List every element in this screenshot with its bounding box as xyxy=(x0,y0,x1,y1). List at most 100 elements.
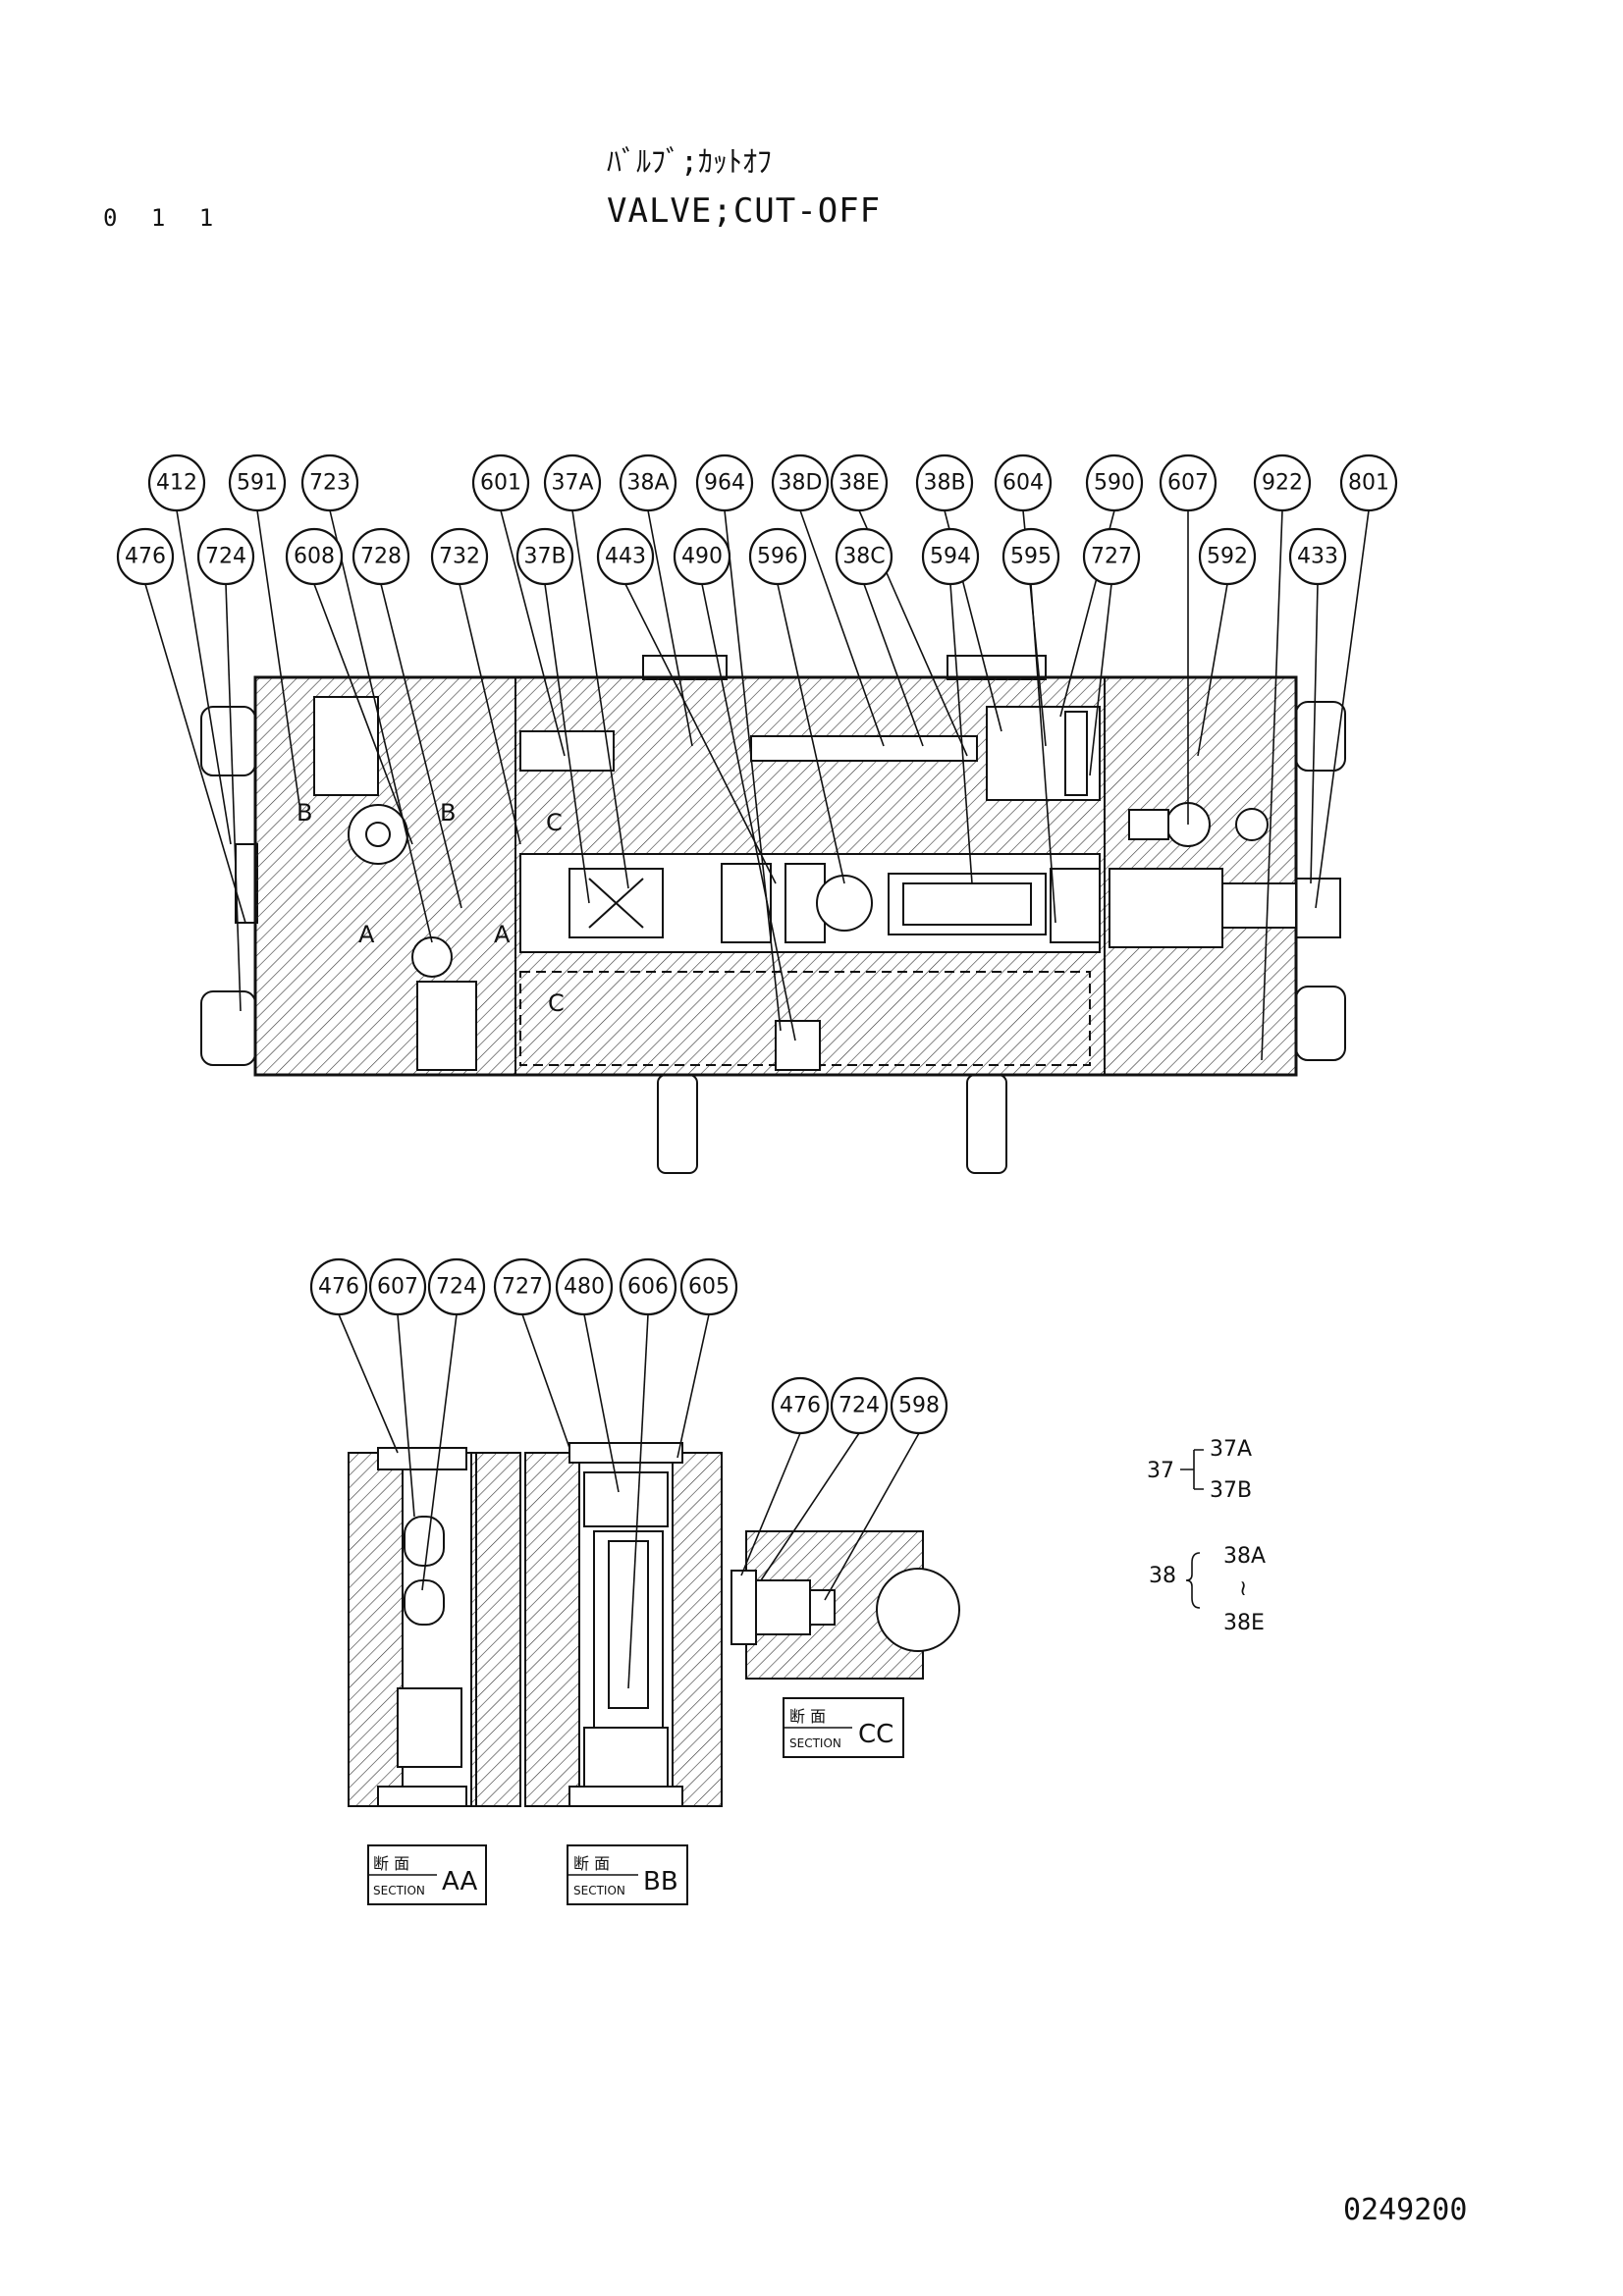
section-aa-label-code: AA xyxy=(442,1867,478,1896)
cc-orifice-598 xyxy=(755,1579,811,1635)
port-412 xyxy=(313,696,379,796)
callout-leader-443 xyxy=(624,583,777,884)
callout-circle-727 xyxy=(493,1257,552,1316)
page-number: 0 1 1 xyxy=(103,204,224,232)
callout-circle-476 xyxy=(116,527,175,586)
callout-label-38A: 38A xyxy=(626,471,669,496)
section-aa-label: 断 面 SECTION AA xyxy=(367,1844,487,1905)
callout-circle-433 xyxy=(1288,527,1347,586)
callout-circle-723 xyxy=(300,454,359,512)
port-label-c-upper: C xyxy=(546,809,563,836)
ball-small xyxy=(1235,808,1269,841)
callout-label-596: 596 xyxy=(757,545,798,569)
callout-circle-607 xyxy=(368,1257,427,1316)
callout-circle-922 xyxy=(1253,454,1312,512)
callout-leader-727 xyxy=(1089,583,1112,776)
ball-lower-left xyxy=(411,936,453,978)
right-upper-stud xyxy=(1295,701,1346,772)
callout-label-606: 606 xyxy=(627,1275,669,1300)
section-bb-drawing xyxy=(524,1442,723,1807)
callout-leader-38C xyxy=(863,583,924,747)
callout-label-37B: 37B xyxy=(523,545,566,569)
callout-circle-724 xyxy=(830,1376,889,1435)
bb-plug-bottom xyxy=(583,1727,669,1788)
callout-label-605: 605 xyxy=(688,1275,730,1300)
callout-leader-724 xyxy=(421,1313,458,1591)
callout-circle-724 xyxy=(427,1257,486,1316)
group-37-parent: 37 xyxy=(1147,1459,1174,1483)
callout-circle-37A xyxy=(543,454,602,512)
orifice-right xyxy=(1128,809,1169,840)
callout-leader-801 xyxy=(1315,509,1370,909)
callout-leader-727 xyxy=(521,1313,570,1449)
callout-circle-607 xyxy=(1159,454,1217,512)
title-english: VALVE;CUT-OFF xyxy=(607,191,882,231)
check-ball-596 xyxy=(816,875,873,932)
bb-cap-bottom xyxy=(568,1786,683,1807)
callout-circle-591 xyxy=(228,454,287,512)
section-bb-label-en: SECTION xyxy=(573,1884,625,1897)
callout-label-727: 727 xyxy=(502,1275,543,1300)
group-38-to: 38E xyxy=(1223,1611,1265,1635)
callout-circle-724 xyxy=(196,527,255,586)
section-aa-drawing xyxy=(348,1447,521,1807)
callout-circle-592 xyxy=(1198,527,1257,586)
callout-leader-608 xyxy=(313,583,413,845)
passage-601 xyxy=(519,730,615,772)
drawing-number: 0249200 xyxy=(1343,2193,1468,2227)
callout-leader-595 xyxy=(1030,583,1056,924)
callout-label-723: 723 xyxy=(309,471,351,496)
callout-circle-596 xyxy=(748,527,807,586)
callout-leader-592 xyxy=(1197,583,1228,757)
callout-label-595: 595 xyxy=(1010,545,1052,569)
section-bb-label-jp: 断 面 xyxy=(573,1854,610,1873)
plug-lower-left xyxy=(416,981,477,1071)
callout-leader-37A xyxy=(571,509,629,889)
aa-body-right xyxy=(475,1452,521,1807)
plug-922 xyxy=(1109,868,1223,948)
group-38-from: 38A xyxy=(1223,1544,1266,1569)
aa-cap-top xyxy=(377,1447,467,1470)
callout-circle-38B xyxy=(915,454,974,512)
callout-label-433: 433 xyxy=(1297,545,1338,569)
callout-label-598: 598 xyxy=(898,1394,940,1418)
top-boss-left xyxy=(642,655,728,680)
group-37: 37 37A 37B xyxy=(1147,1437,1252,1503)
section-aa-label-jp: 断 面 xyxy=(373,1854,409,1873)
callout-label-724: 724 xyxy=(839,1394,880,1418)
callout-leader-607 xyxy=(397,1313,415,1518)
section-bb-label: 断 面 SECTION BB xyxy=(567,1844,688,1905)
callout-label-601: 601 xyxy=(480,471,521,496)
callout-circle-728 xyxy=(352,527,410,586)
port-label-a-right: A xyxy=(494,921,511,948)
cc-plug-476 xyxy=(730,1570,757,1645)
bottom-leg-left xyxy=(657,1074,698,1174)
port-label-b-left: B xyxy=(297,799,312,827)
callout-leader-598 xyxy=(824,1432,920,1601)
callout-leader-601 xyxy=(500,509,566,757)
spring-inner xyxy=(902,882,1032,926)
callout-leader-728 xyxy=(380,583,462,909)
section-aa-label-en: SECTION xyxy=(373,1884,425,1897)
callout-leader-724 xyxy=(225,583,242,1012)
callout-label-476: 476 xyxy=(125,545,166,569)
cc-bore xyxy=(876,1568,960,1652)
callout-circle-38C xyxy=(835,527,893,586)
section-cc-label: 断 面 SECTION CC xyxy=(783,1697,904,1758)
callout-circle-594 xyxy=(921,527,980,586)
callout-leader-37B xyxy=(544,583,590,904)
callout-circle-964 xyxy=(695,454,754,512)
cc-orifice-tip xyxy=(809,1589,836,1626)
callout-circle-608 xyxy=(285,527,344,586)
callout-label-443: 443 xyxy=(605,545,646,569)
lower-plug-490 xyxy=(775,1020,821,1071)
callout-circle-37B xyxy=(515,527,574,586)
section-bb-label-code: BB xyxy=(643,1867,678,1896)
callout-label-490: 490 xyxy=(681,545,723,569)
callout-label-37A: 37A xyxy=(551,471,593,496)
callout-circle-727 xyxy=(1082,527,1141,586)
bottom-leg-right xyxy=(966,1074,1007,1174)
